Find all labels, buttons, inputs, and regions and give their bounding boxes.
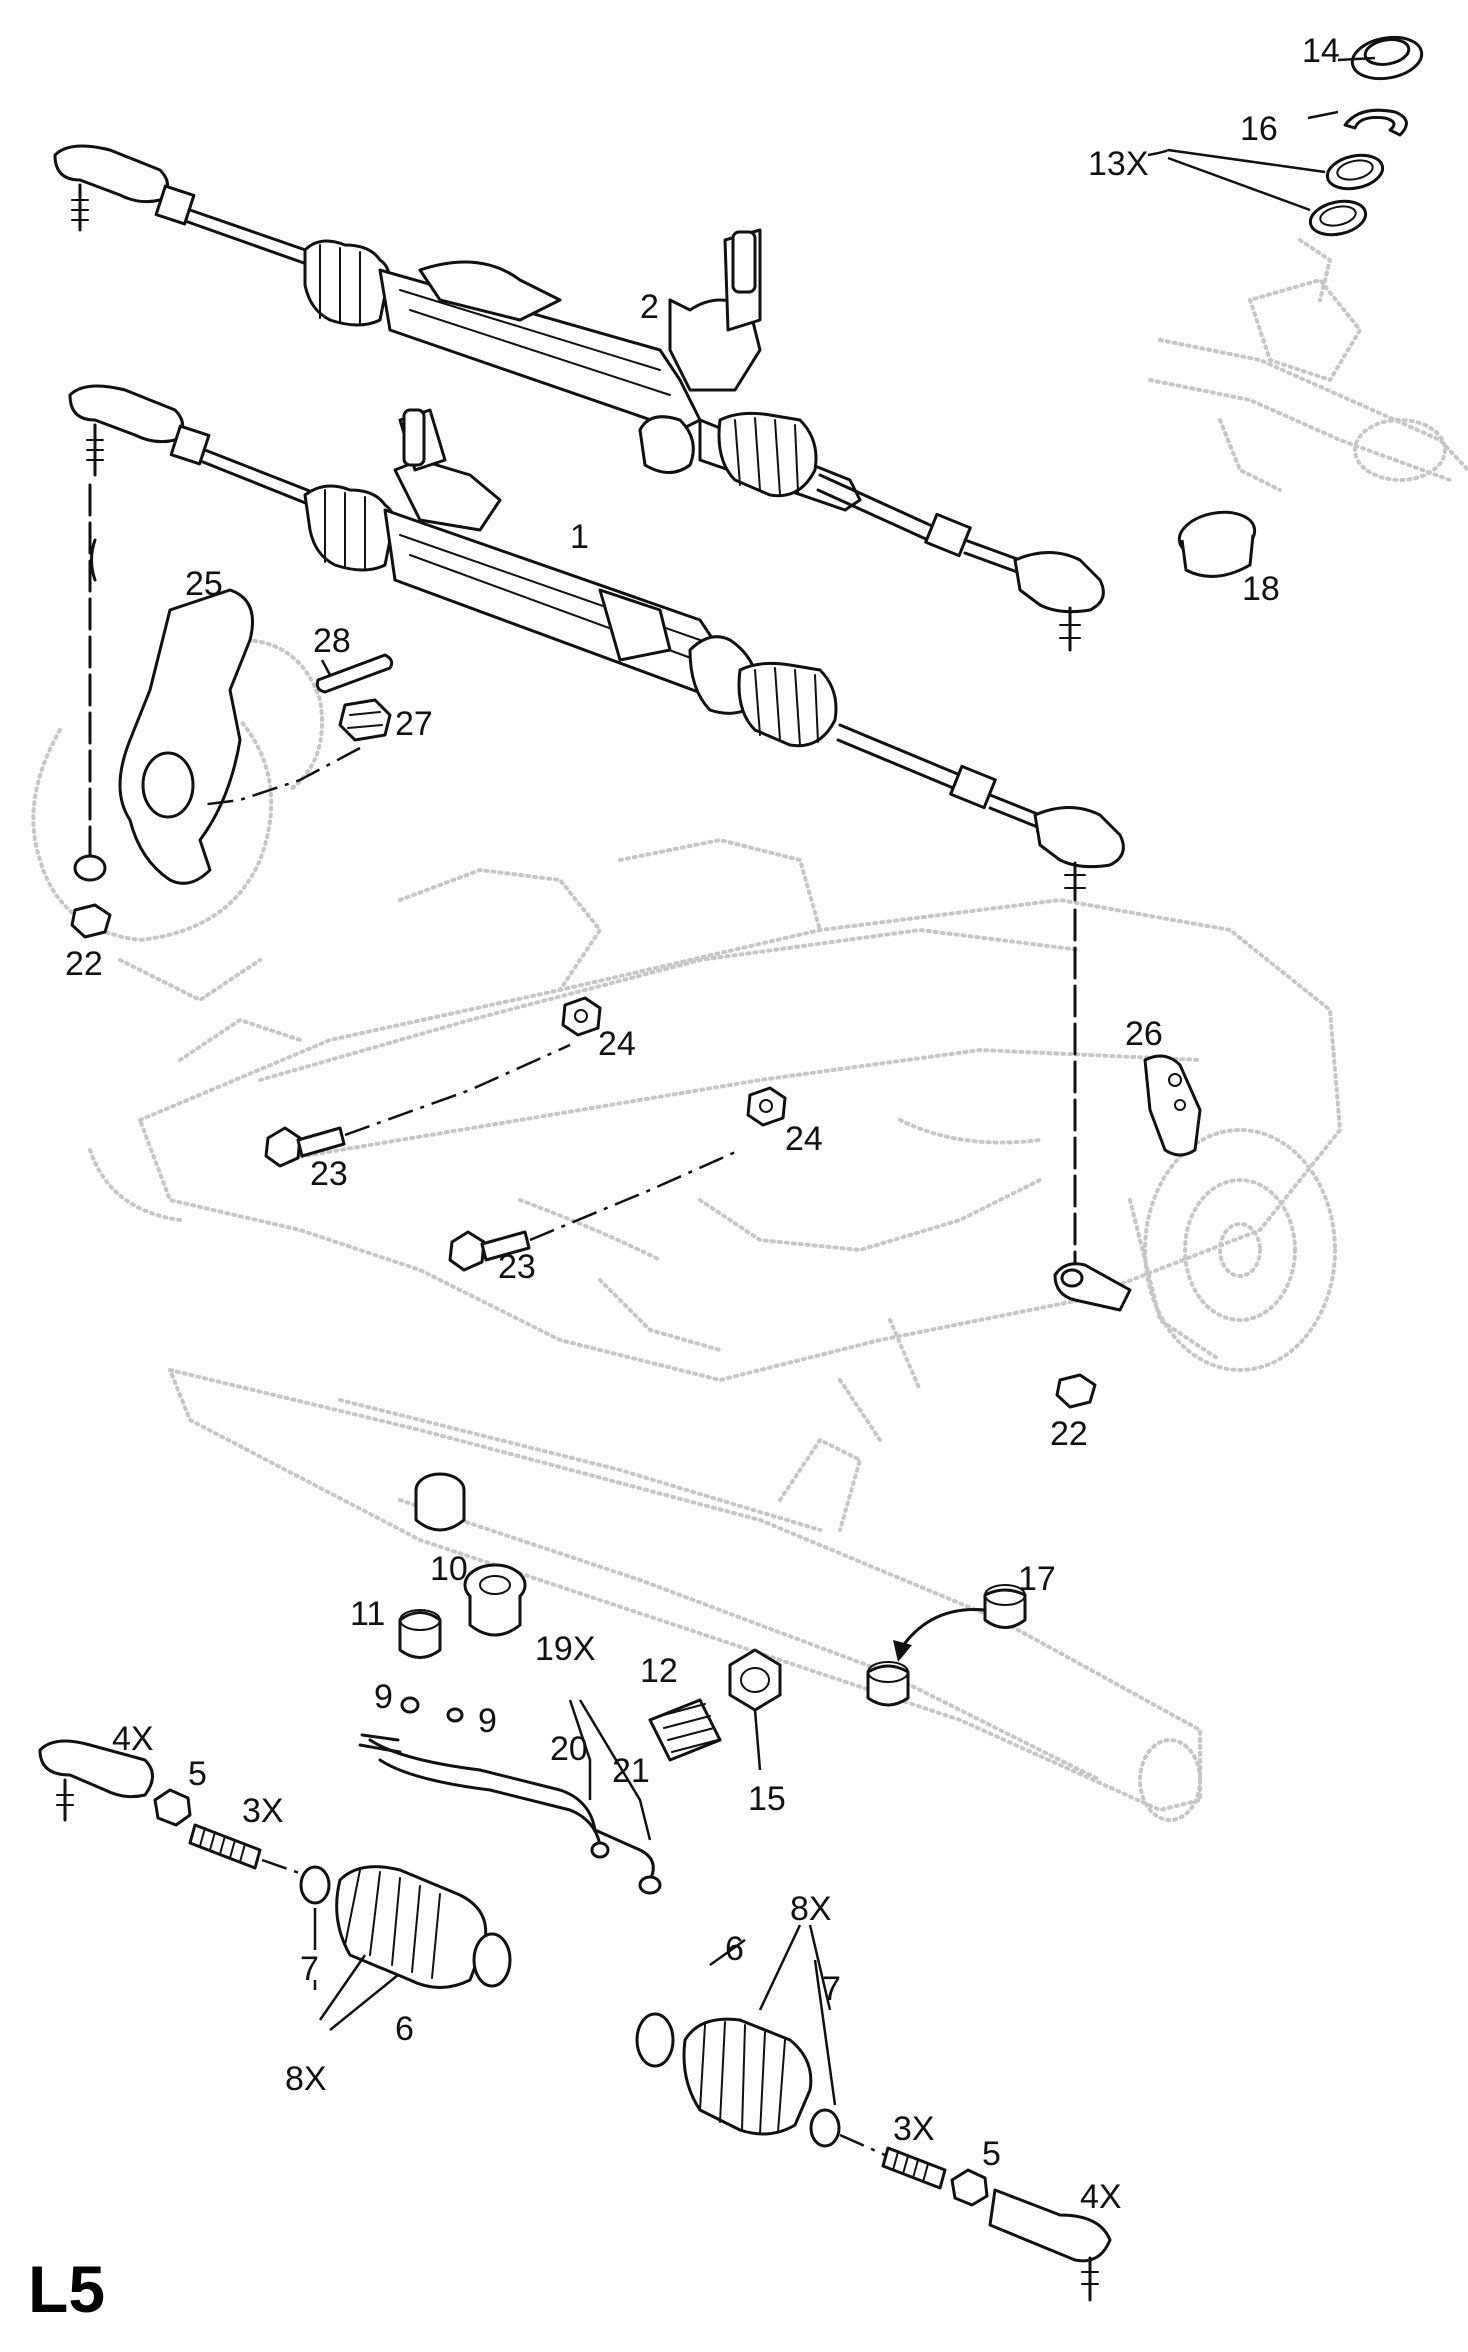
page-identifier: L5 [28,2252,105,2326]
clip-7-left [299,1865,331,1905]
label-6-left: 6 [395,2010,414,2048]
label-9a: 9 [374,1678,393,1716]
dust-cap-18 [1177,510,1257,578]
clamp-8x-left [472,1932,512,1988]
label-22-left: 22 [65,945,103,983]
label-18: 18 [1242,570,1280,608]
snap-ring-16 [1343,108,1408,137]
bushing-upper-left [414,1472,466,1532]
label-21: 21 [612,1752,650,1790]
clamp-8x-right [635,2012,675,2068]
thread-3x-left [188,1823,262,1870]
clip-7-right [809,2108,841,2148]
seal-ring-13x-a [1325,153,1385,191]
label-2: 2 [640,288,659,326]
label-23-lower: 23 [498,1248,536,1286]
steering-gear-assembly-upper [53,144,1105,652]
gear-ghost-inset [1148,238,1468,492]
label-14: 14 [1302,32,1340,70]
label-20: 20 [550,1730,588,1768]
label-27: 27 [395,705,433,743]
label-5-right: 5 [982,2135,1001,2173]
steering-knuckle-left [90,538,254,885]
nut-22-right [1055,1373,1097,1409]
label-22-right: 22 [1050,1415,1088,1453]
seal-ring-13x-b [1308,199,1368,237]
dust-cap-14 [1350,35,1424,81]
tie-rod-end-lower-left [73,854,107,882]
o-ring-9b [446,1707,464,1723]
label-10: 10 [430,1550,468,1588]
install-arrowhead-17 [893,1640,912,1662]
adjuster-nut-15 [728,1648,782,1712]
stud-guide-line-left [199,746,361,807]
nut-24-lower [746,1086,787,1127]
label-3x-right: 3X [893,2110,935,2148]
label-11: 11 [350,1595,385,1633]
label-6-right: 6 [725,1930,744,1968]
tie-rod-end-4x-left [38,1739,154,1822]
label-3x-left: 3X [242,1792,284,1830]
nut-22-left [70,903,112,939]
label-15: 15 [748,1780,786,1818]
install-arrow-17 [898,1608,987,1652]
label-9b: 9 [478,1702,497,1740]
o-ring-9a [400,1696,420,1714]
plug-17 [983,1584,1027,1629]
bush-11 [398,1609,442,1659]
bolt-23-lower [448,1230,531,1272]
bolt-23-upper [264,1126,346,1168]
steering-gear-assembly-lower [68,384,1125,902]
tie-rod-end-lower-right [1053,1262,1132,1312]
label-13x: 13X [1088,145,1149,183]
assembly-line-left [261,1858,306,1877]
hydraulic-lines-19x [358,1733,662,1895]
leader-lines [313,56,1376,2106]
castle-nut-27 [338,698,392,742]
label-4x-right: 4X [1080,2178,1122,2216]
plug-17-fitted [866,1661,910,1707]
knuckle-ghost-left [31,638,324,1002]
label-24-lower: 24 [785,1120,823,1158]
pressure-pad-10 [463,1563,527,1637]
label-7-right: 7 [822,1970,841,2008]
part-labels: 14 16 13X 2 18 1 25 28 27 22 26 24 23 24… [28,32,1340,2326]
label-24-upper: 24 [598,1025,636,1063]
subframe-ghost [88,838,1342,1382]
label-12: 12 [640,1652,678,1690]
label-23-upper: 23 [310,1155,348,1193]
label-1: 1 [570,518,589,556]
boot-6-right [682,2017,813,2136]
steering-arm-26 [1143,1054,1202,1157]
spring-12 [648,1698,722,1762]
label-8x-left: 8X [285,2060,327,2098]
label-17: 17 [1018,1560,1056,1598]
label-28: 28 [313,622,351,660]
label-16: 16 [1240,110,1278,148]
assembly-line-right [839,2133,886,2157]
label-19x: 19X [535,1630,596,1668]
label-4x-left: 4X [112,1720,154,1758]
thread-3x-right [881,2146,947,2190]
rack-ghost-lower [168,1318,1202,1822]
boot-6-left [335,1865,488,1989]
bolt-guide-upper [344,1043,571,1137]
label-25: 25 [185,565,223,603]
lock-nut-5-left [153,1788,192,1827]
label-5-left: 5 [188,1755,207,1793]
cotter-pin-28 [315,653,394,694]
hub-ghost-right [1128,1128,1337,1372]
bolt-guide-lower [529,1148,741,1242]
lock-nut-5-right [950,2168,989,2207]
nut-24-upper [561,996,602,1037]
label-26: 26 [1125,1015,1163,1053]
label-7-left: 7 [300,1950,319,1988]
tie-rod-end-4x-right [988,2188,1112,2302]
label-8x-right: 8X [790,1890,832,1928]
